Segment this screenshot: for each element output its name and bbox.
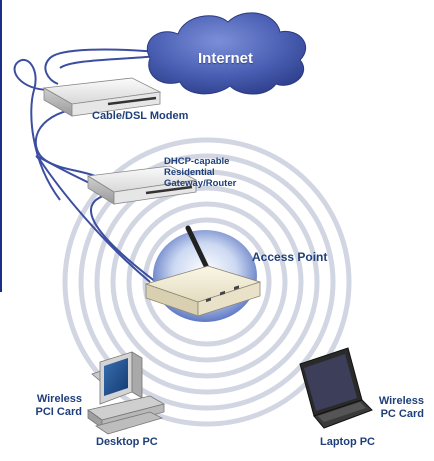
signal-ring — [62, 137, 352, 427]
router-icon — [86, 165, 198, 205]
desktop-card-label: Wireless PCI Card — [18, 393, 82, 419]
router-label-line: Gateway/Router — [164, 178, 237, 189]
cable-router-ap-b — [90, 193, 161, 286]
laptop-pc-label: Laptop PC — [320, 436, 375, 448]
cables — [13, 48, 161, 286]
antenna-icon — [185, 225, 211, 273]
desktop-pc-icon — [87, 351, 166, 435]
desktop-card-label-line: PCI Card — [35, 406, 82, 418]
modem-label: Cable/DSL Modem — [92, 110, 189, 122]
internet-cloud-icon — [146, 12, 307, 95]
router-label-line: Residential — [164, 167, 215, 178]
laptop-card-label-line: Wireless — [378, 395, 424, 407]
cable-router-ap-a — [35, 155, 151, 283]
router-label-line: DHCP-capable — [164, 156, 230, 167]
desktop-card-label-line: Wireless — [36, 393, 82, 405]
router-label: DHCP-capable Residential Gateway/Router — [164, 156, 236, 189]
signal-ring — [142, 217, 272, 347]
laptop-card-label-line: PC Card — [380, 408, 424, 420]
laptop-pc-icon — [299, 347, 373, 429]
signal-ring — [94, 169, 320, 395]
signal-ring — [126, 201, 288, 363]
signal-ring — [78, 153, 336, 411]
desktop-pc-label: Desktop PC — [96, 436, 158, 448]
access-point-icon — [144, 225, 262, 317]
signal-ring — [110, 185, 304, 379]
cable-internet-modem-a — [44, 48, 161, 85]
laptop-card-label: Wireless PC Card — [372, 395, 424, 421]
access-point-label: Access Point — [252, 250, 328, 264]
internet-label: Internet — [198, 50, 254, 67]
cable-internet-modem-b — [59, 55, 161, 69]
modem-icon — [42, 77, 162, 117]
signal-rings — [62, 137, 352, 427]
